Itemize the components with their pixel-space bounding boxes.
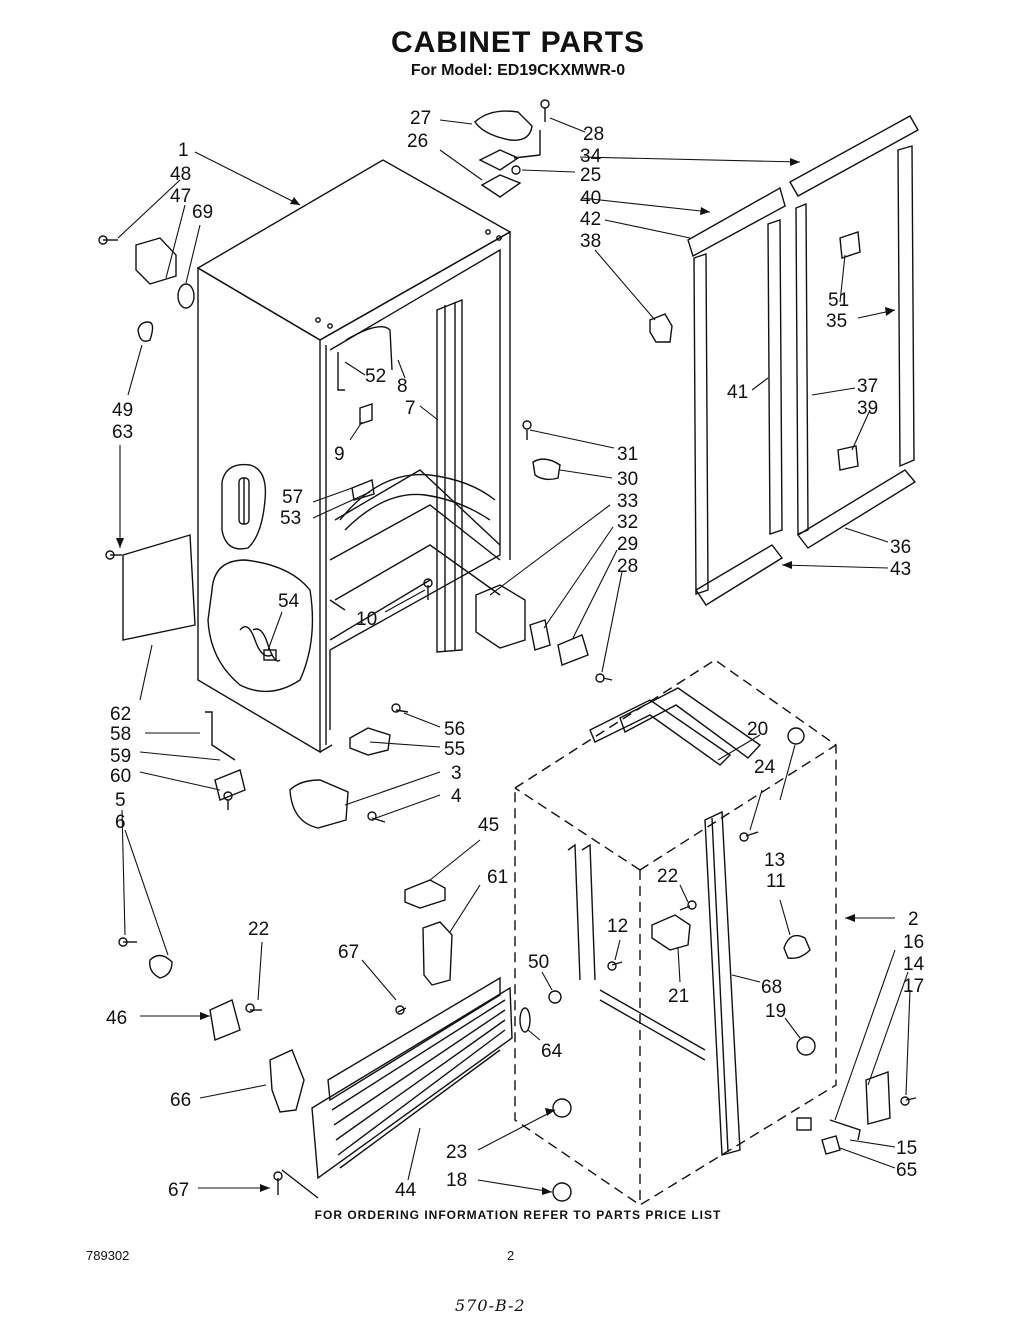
callout-label: 61 (487, 867, 508, 888)
callout-label: 4 (451, 786, 462, 807)
callout-label: 36 (890, 537, 911, 558)
drain-parts-group (522, 420, 613, 683)
callout-label: 15 (896, 1138, 917, 1159)
callout-label: 44 (395, 1180, 417, 1201)
callout-label: 18 (446, 1170, 467, 1191)
callout-label: 51 (828, 290, 849, 311)
part-45 (404, 879, 446, 909)
callout-label: 39 (857, 398, 878, 419)
callout-label: 14 (903, 954, 925, 975)
callout-label: 64 (541, 1041, 563, 1062)
liner-dashed-box (514, 659, 837, 1206)
callout-label: 29 (617, 534, 638, 555)
callout-label: 69 (192, 202, 213, 223)
callout-label: 37 (857, 376, 878, 397)
callout-label: 10 (356, 609, 377, 630)
callout-label: 52 (365, 366, 386, 387)
callout-label: 5 (115, 790, 126, 811)
callout-label: 67 (168, 1180, 189, 1201)
callout-label: 21 (668, 986, 689, 1007)
callout-label: 68 (761, 977, 782, 998)
top-hinge-group (474, 99, 550, 198)
part-38-clip (649, 313, 673, 343)
front-grille (273, 976, 513, 1199)
callout-label: 54 (278, 591, 300, 612)
callout-label: 22 (657, 866, 678, 887)
callout-label: 28 (617, 556, 638, 577)
callout-label: 65 (896, 1160, 917, 1181)
callout-label: 33 (617, 491, 638, 512)
callout-label: 63 (112, 422, 133, 443)
callout-label: 11 (766, 871, 786, 892)
callout-label: 6 (115, 812, 126, 833)
callout-label: 50 (528, 952, 549, 973)
callout-label: 41 (727, 382, 748, 403)
door-frame-group (687, 115, 919, 606)
callout-label: 2 (908, 909, 919, 930)
callout-label: 48 (170, 164, 191, 185)
callout-label: 31 (617, 444, 638, 465)
callout-label: 34 (580, 146, 602, 167)
handwritten-note: 570-B-2 (455, 1296, 526, 1315)
callout-label: 60 (110, 766, 131, 787)
callout-label: 20 (747, 719, 768, 740)
callout-label: 27 (410, 108, 431, 129)
document-number: 789302 (86, 1248, 130, 1263)
callout-label: 26 (407, 131, 428, 152)
model-subtitle: For Model: ED19CKXMWR-0 (410, 62, 626, 79)
callout-label: 28 (583, 124, 604, 145)
callout-label: 38 (580, 231, 601, 252)
callout-label: 12 (607, 916, 628, 937)
callout-labels: 1 48 47 69 49 63 62 58 59 60 5 6 22 46 6… (106, 108, 925, 1201)
callout-label: 16 (903, 932, 924, 953)
callout-label: 57 (282, 487, 303, 508)
callout-label: 25 (580, 165, 601, 186)
callout-label: 22 (248, 919, 269, 940)
page-title: CABINET PARTS (390, 26, 646, 59)
callout-label: 1 (178, 140, 189, 161)
callout-label: 67 (338, 942, 359, 963)
callout-label: 35 (826, 311, 847, 332)
callout-label: 66 (170, 1090, 191, 1111)
callout-label: 23 (446, 1142, 467, 1163)
callout-label: 3 (451, 763, 462, 784)
liner-interior (519, 687, 917, 1202)
callout-label: 19 (765, 1001, 786, 1022)
callout-label: 59 (110, 746, 131, 767)
callout-label: 24 (754, 757, 776, 778)
callout-label: 62 (110, 704, 131, 725)
callout-label: 30 (617, 469, 638, 490)
callout-label: 7 (405, 398, 416, 419)
callout-label: 43 (890, 559, 911, 580)
callout-label: 9 (334, 444, 345, 465)
callout-label: 40 (580, 188, 601, 209)
callout-label: 49 (112, 400, 133, 421)
callout-label: 8 (397, 376, 408, 397)
page-number: 2 (507, 1248, 515, 1263)
cabinet-shell (196, 159, 526, 754)
callout-label: 13 (764, 850, 785, 871)
callout-label: 56 (444, 719, 465, 740)
left-hardware-group (98, 235, 409, 1113)
callout-label: 55 (444, 739, 465, 760)
callout-label: 53 (280, 508, 301, 529)
part-61 (422, 921, 453, 986)
callout-label: 58 (110, 724, 131, 745)
callout-label: 32 (617, 512, 638, 533)
leader-lines (117, 117, 911, 1193)
callout-label: 17 (903, 976, 924, 997)
ordering-footer-note: FOR ORDERING INFORMATION REFER TO PARTS … (314, 1208, 722, 1222)
leader-arrowheads (116, 158, 895, 1195)
callout-label: 42 (580, 209, 601, 230)
callout-label: 45 (478, 815, 499, 836)
callout-label: 46 (106, 1008, 127, 1029)
callout-label: 47 (170, 186, 191, 207)
